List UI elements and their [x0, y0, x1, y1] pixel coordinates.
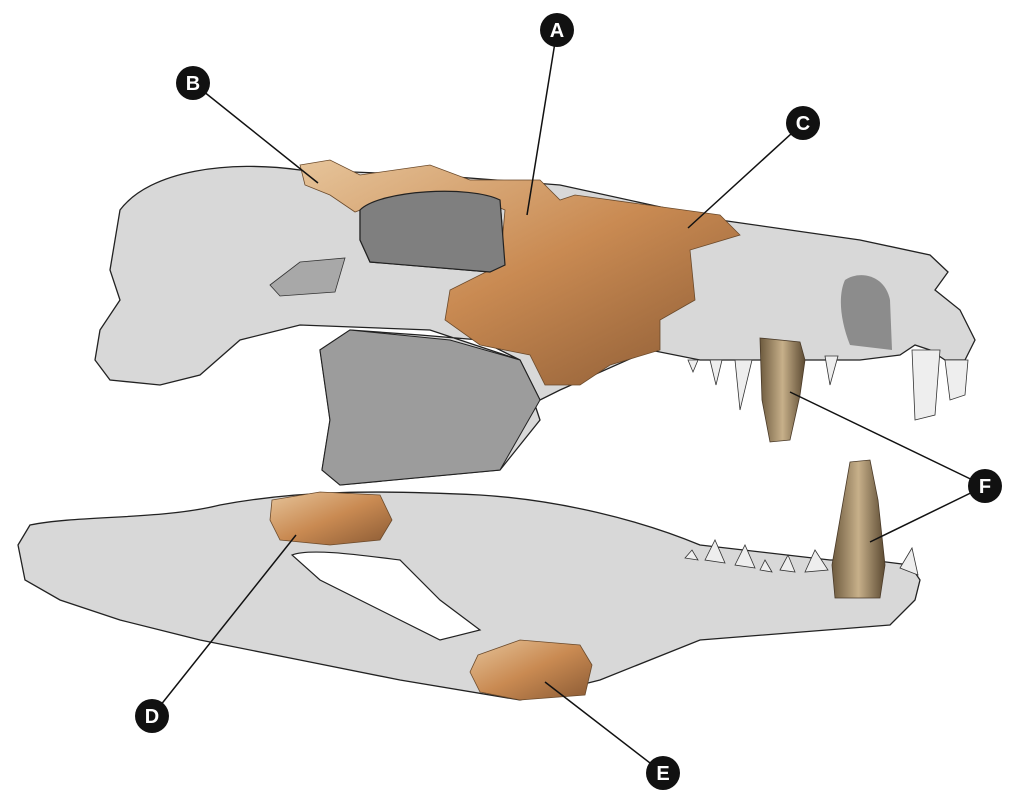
fossil-lower-tooth: [831, 459, 886, 599]
svg-text:C: C: [796, 113, 810, 135]
label-e: E: [646, 756, 680, 790]
svg-text:F: F: [979, 476, 991, 498]
fossil-fragment-d: [269, 491, 393, 546]
svg-text:A: A: [550, 20, 564, 42]
svg-text:E: E: [656, 763, 669, 785]
svg-text:D: D: [145, 706, 159, 728]
label-f: F: [968, 469, 1002, 503]
label-a: A: [540, 13, 574, 47]
mandibular-fenestra: [290, 551, 482, 641]
orbit-overlay: [359, 190, 506, 273]
zygomatic-region: [319, 329, 541, 486]
temporal-fenestra: [269, 257, 346, 297]
label-b: B: [176, 66, 210, 100]
label-c: C: [786, 106, 820, 140]
leader-lines: [151, 29, 986, 774]
upper-teeth: [687, 349, 969, 421]
svg-text:B: B: [186, 73, 200, 95]
fossil-fragment-e: [469, 639, 593, 701]
nasal-opening: [840, 275, 892, 350]
label-d: D: [135, 699, 169, 733]
fossil-upper-tooth: [759, 337, 806, 443]
mandible: [17, 491, 921, 701]
lower-teeth: [684, 539, 919, 576]
